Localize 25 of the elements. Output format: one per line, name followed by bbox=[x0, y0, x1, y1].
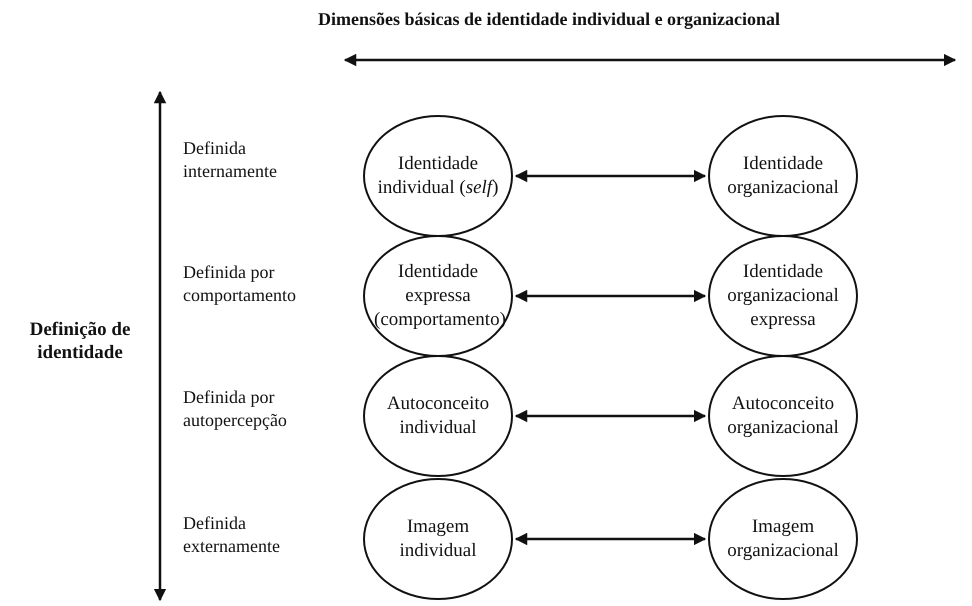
row-label: Definida por comportamento bbox=[183, 261, 297, 307]
double-arrow bbox=[514, 532, 706, 546]
identity-ellipse bbox=[363, 115, 513, 237]
node-text: Imagem individual bbox=[398, 515, 478, 563]
double-arrow bbox=[514, 290, 706, 302]
row-label: Definida externamente bbox=[183, 512, 281, 558]
node-text: Identidade organizacional expressa bbox=[726, 260, 840, 332]
identity-ellipse bbox=[363, 355, 513, 477]
identity-ellipse bbox=[363, 235, 513, 357]
node-text: Autoconceito individual bbox=[386, 392, 490, 440]
double-arrow bbox=[514, 170, 706, 182]
identity-ellipse bbox=[708, 115, 858, 237]
node-text: Identidade organizacional bbox=[726, 152, 840, 200]
identity-ellipse bbox=[708, 355, 858, 477]
node-text: Imagem organizacional bbox=[726, 515, 840, 563]
identity-ellipse bbox=[708, 235, 858, 357]
identity-ellipse bbox=[363, 478, 513, 600]
axis-title: Definição de identidade bbox=[28, 318, 132, 364]
identity-ellipse bbox=[708, 478, 858, 600]
node-text: Identidade individual (self) bbox=[376, 152, 500, 200]
row-label: Definida por autopercepção bbox=[183, 386, 288, 432]
row-label: Definida internamente bbox=[183, 137, 278, 183]
axis-title: Dimensões básicas de identidade individual e organizacional bbox=[318, 8, 780, 31]
double-arrow bbox=[514, 410, 706, 422]
node-text: Autoconceito organizacional bbox=[726, 392, 840, 440]
